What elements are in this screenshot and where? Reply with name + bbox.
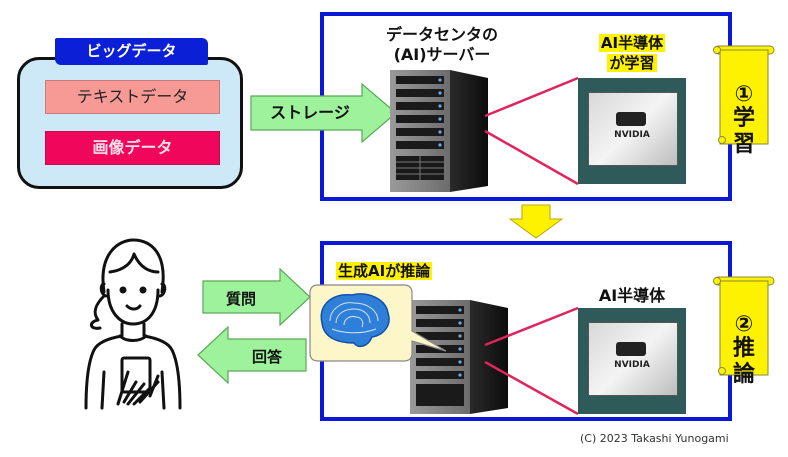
scroll-text-inference-2: 論 bbox=[732, 362, 755, 387]
person-with-phone-icon bbox=[84, 238, 182, 410]
copyright-notice: (C) 2023 Takashi Yunogami bbox=[580, 432, 729, 445]
chip-brand: NVIDIA bbox=[614, 130, 650, 140]
connector-bottom-lower bbox=[484, 360, 579, 416]
gpu-die bbox=[588, 92, 678, 166]
question-arrow bbox=[202, 268, 311, 326]
nvidia-logo-icon bbox=[616, 112, 646, 126]
gen-ai-label-text: 生成AIが推論 bbox=[336, 262, 433, 280]
server-label-line2: (AI)サーバー bbox=[393, 45, 491, 64]
scroll-number-training: ① bbox=[734, 82, 754, 107]
chip-label-line2: が学習 bbox=[584, 54, 680, 72]
chip-label-text1: AI半導体 bbox=[598, 34, 666, 52]
gpu-chip-inference: NVIDIA bbox=[578, 308, 686, 414]
chip-label-line1: AI半導体 bbox=[584, 34, 680, 52]
scroll-text-training-2: 習 bbox=[732, 132, 755, 157]
brain-circuit-icon bbox=[320, 293, 390, 348]
scroll-text-inference-1: 推 bbox=[732, 336, 755, 361]
connector-bottom-upper bbox=[484, 306, 579, 347]
big-data-title: ビッグデータ bbox=[55, 38, 208, 65]
gpu-die bbox=[588, 322, 678, 396]
answer-label: 回答 bbox=[251, 348, 282, 366]
scroll-number-inference: ② bbox=[734, 312, 754, 337]
chip-label-text2: が学習 bbox=[607, 54, 657, 72]
storage-arrow bbox=[250, 83, 397, 143]
answer-arrow bbox=[197, 326, 307, 384]
scroll-banner-training bbox=[713, 45, 775, 145]
connector-top-upper bbox=[484, 76, 579, 118]
image-data-box: 画像データ bbox=[45, 131, 220, 165]
scroll-text-training-1: 学 bbox=[732, 106, 755, 131]
brain-speech-bubble bbox=[309, 284, 447, 362]
text-data-box: テキストデータ bbox=[45, 80, 220, 114]
storage-arrow-label: ストレージ bbox=[270, 103, 350, 122]
connector-top-lower bbox=[484, 129, 579, 186]
scroll-banner-inference bbox=[713, 276, 775, 376]
server-label-line1: データセンタの bbox=[385, 25, 498, 44]
gen-ai-label: 生成AIが推論 bbox=[336, 262, 433, 280]
chip-brand: NVIDIA bbox=[614, 360, 650, 370]
inference-chip-label: AI半導体 bbox=[598, 286, 666, 305]
gpu-chip-training: NVIDIA bbox=[578, 78, 686, 184]
question-label: 質問 bbox=[225, 290, 256, 308]
flow-down-arrow bbox=[508, 204, 564, 239]
ai-server-icon bbox=[390, 70, 488, 192]
nvidia-logo-icon bbox=[616, 342, 646, 356]
